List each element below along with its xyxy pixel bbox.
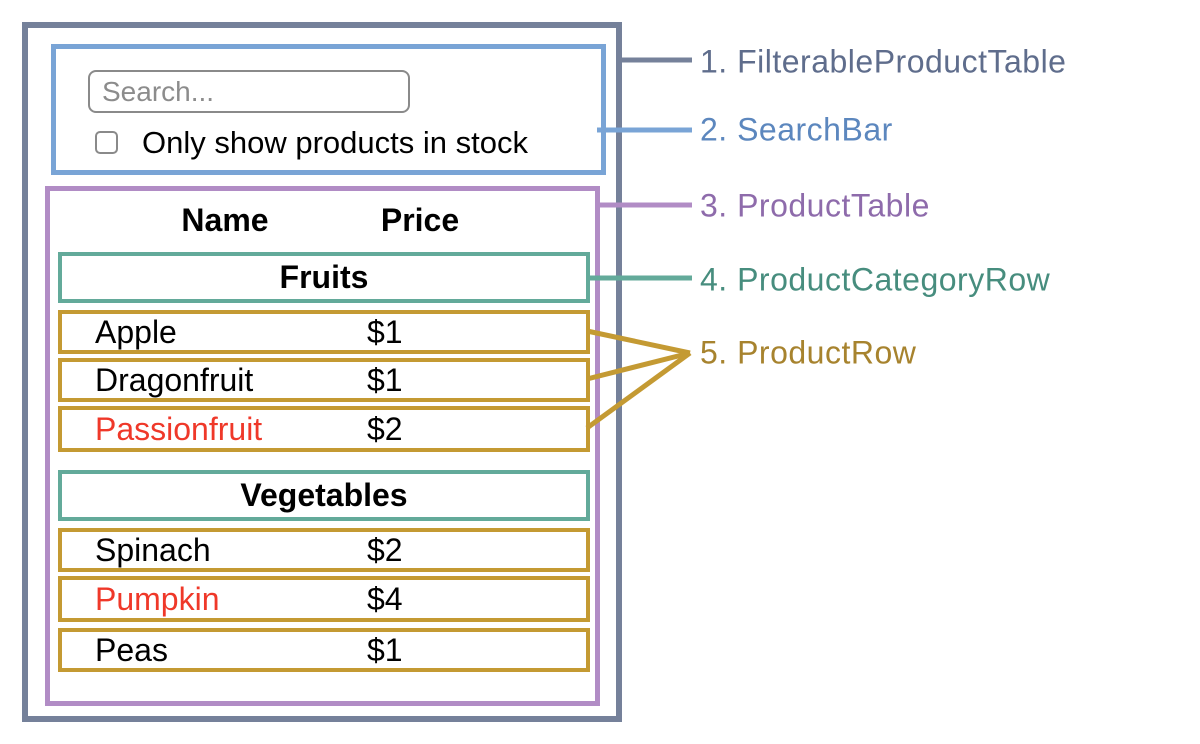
category-row-vegetables: Vegetables — [58, 470, 590, 521]
product-price: $1 — [367, 631, 403, 668]
product-price: $1 — [367, 361, 403, 398]
product-row: Spinach $2 — [58, 528, 590, 572]
product-price: $2 — [367, 531, 403, 568]
product-row: Apple $1 — [58, 310, 590, 354]
legend-label-search-bar: 2. SearchBar — [700, 111, 893, 148]
product-price: $2 — [367, 410, 403, 447]
product-name: Dragonfruit — [95, 361, 254, 398]
product-price: $4 — [367, 580, 403, 617]
product-row: Pumpkin $4 — [58, 576, 590, 622]
product-name: Peas — [95, 631, 168, 668]
product-row: Peas $1 — [58, 628, 590, 672]
in-stock-checkbox-label: Only show products in stock — [142, 125, 528, 160]
legend-label-filterable-product-table: 1. FilterableProductTable — [700, 43, 1067, 80]
category-label: Vegetables — [240, 477, 408, 513]
column-header-name: Name — [181, 202, 269, 238]
product-name: Spinach — [95, 531, 211, 568]
in-stock-checkbox[interactable] — [95, 131, 118, 154]
product-name-out-of-stock: Passionfruit — [95, 410, 263, 447]
product-price: $1 — [367, 313, 403, 350]
search-input[interactable] — [88, 70, 410, 113]
category-label: Fruits — [279, 259, 369, 295]
legend-label-product-table: 3. ProductTable — [700, 187, 930, 224]
legend-label-product-row: 5. ProductRow — [700, 334, 917, 371]
product-table-box — [45, 186, 600, 706]
product-row: Dragonfruit $1 — [58, 358, 590, 402]
search-bar-box — [51, 44, 606, 175]
category-row-fruits: Fruits — [58, 252, 590, 303]
product-name-out-of-stock: Pumpkin — [95, 580, 220, 617]
product-row: Passionfruit $2 — [58, 406, 590, 452]
product-name: Apple — [95, 313, 177, 350]
column-header-price: Price — [380, 202, 460, 238]
legend-label-product-category-row: 4. ProductCategoryRow — [700, 261, 1051, 298]
